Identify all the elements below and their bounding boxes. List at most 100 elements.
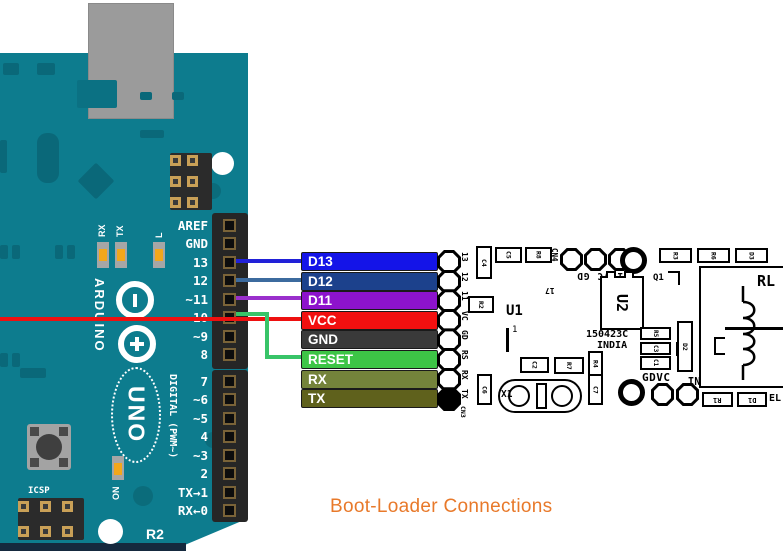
header-pin (170, 197, 181, 208)
arduino-logo-plus-ring (118, 325, 156, 363)
diagram-title: Boot-Loader Connections (330, 496, 553, 517)
icsp-header (18, 498, 84, 540)
board-revision: R2 (146, 526, 164, 542)
component-r6: R6 (697, 248, 730, 263)
usb-icsp-header (170, 153, 212, 210)
header-pin (40, 501, 51, 513)
pin-label-aref: AREF (177, 217, 208, 233)
header-pin (170, 176, 181, 187)
u1-pin1-number: 1 (512, 325, 518, 335)
pin-label-12: 12 (192, 273, 208, 288)
pcb-pad (584, 248, 607, 271)
crystal-pad (551, 385, 573, 407)
board-decoration (55, 245, 63, 259)
digital-header-top (212, 213, 248, 369)
header-pin (18, 525, 29, 537)
component-r2: R2 (468, 296, 494, 313)
header-pin (62, 501, 73, 513)
component-c1: C1 (640, 356, 671, 370)
header-pin (223, 237, 236, 250)
board-decoration (0, 353, 8, 367)
header-pin (62, 525, 73, 537)
icsp-label: ICSP (28, 486, 50, 496)
pin-label-rx0: RX←0 (177, 503, 208, 518)
digital-pwm-label: DIGITAL (PWM~) (167, 374, 178, 459)
relay-coil-symbol (741, 286, 756, 380)
header-pin (223, 504, 236, 517)
header-pin (223, 292, 236, 306)
header-pin (223, 448, 236, 462)
pcb-pad-label: 13 (460, 252, 469, 262)
pcb-pad-label: GD (460, 330, 469, 341)
pcb-edge-pads (437, 250, 461, 412)
header-pin (170, 155, 181, 166)
board-decoration (77, 80, 117, 108)
pin-label-4: 4 (200, 429, 208, 444)
component-r5: R5 (640, 327, 671, 340)
header-pin (187, 155, 198, 166)
pcb-pad-label: 12 (460, 271, 469, 282)
wire-d11 (236, 296, 302, 300)
board-decoration (37, 133, 59, 183)
pcb-pad-label: RS (460, 350, 469, 360)
board-decoration (3, 63, 19, 75)
wire-reset (265, 355, 302, 359)
relay-coil-line (725, 327, 783, 330)
board-decoration (0, 245, 8, 259)
header-pin (223, 255, 236, 269)
board-decoration (140, 92, 152, 100)
board-decoration (172, 92, 184, 100)
arduino-brand: ARDUINO (92, 278, 107, 353)
header-pin (187, 176, 198, 187)
board-via (133, 486, 153, 506)
pcb-pad-label: RX (460, 369, 469, 380)
pcb-pad-label: VC (460, 310, 469, 321)
pin-label-gnd: GND (185, 236, 208, 251)
connection-label-d13: D13 (301, 252, 438, 271)
uno-model-label: UNO (123, 386, 150, 444)
header-pin (223, 430, 236, 443)
tx-led-label: TX (115, 225, 125, 237)
header-pin (18, 501, 29, 513)
logo-plus (130, 342, 144, 346)
pcb-pad-label: TX (460, 389, 469, 399)
component-c5: C5 (495, 247, 522, 263)
header-pin (223, 218, 236, 232)
u1-label: U1 (506, 303, 523, 319)
relay-label: RL (757, 272, 776, 290)
pcb-pad-label: 11 (460, 291, 469, 301)
crystal-pad (508, 385, 530, 407)
connection-label-d12: D12 (301, 271, 438, 291)
header-pin (223, 348, 236, 361)
pcb-mounting-hole (620, 247, 647, 274)
header-pin (223, 467, 236, 480)
logo-minus (133, 294, 137, 307)
arduino-logo-minus-ring (116, 281, 154, 319)
pin-label-2: 2 (200, 466, 208, 481)
component-c7: C7 (588, 374, 603, 405)
silkscreen-note: 17 (545, 286, 555, 295)
uno-model-badge: UNO (111, 367, 161, 463)
board-decoration (37, 63, 55, 75)
board-edge (0, 543, 186, 551)
component-c3: C3 (640, 342, 671, 355)
pin-label-3: ~3 (192, 447, 208, 463)
silkscreen-bracket (714, 337, 725, 355)
on-label: ON (111, 486, 121, 501)
wire-reset (265, 312, 269, 359)
connection-label-tx: TX (301, 389, 438, 409)
board-decoration (0, 140, 7, 173)
header-pin (223, 374, 236, 388)
component-r8: R8 (525, 247, 552, 263)
component-d1: D1 (737, 392, 767, 407)
component-c6: C6 (477, 374, 492, 405)
mounting-hole (98, 519, 123, 544)
header-pin (223, 411, 236, 425)
component-r1: R1 (702, 392, 733, 407)
crystal-body (536, 383, 547, 409)
reset-button (27, 424, 71, 470)
component-d2: D2 (677, 321, 693, 372)
pin-label-5: ~5 (192, 410, 208, 426)
pin-label-7: 7 (200, 373, 208, 389)
